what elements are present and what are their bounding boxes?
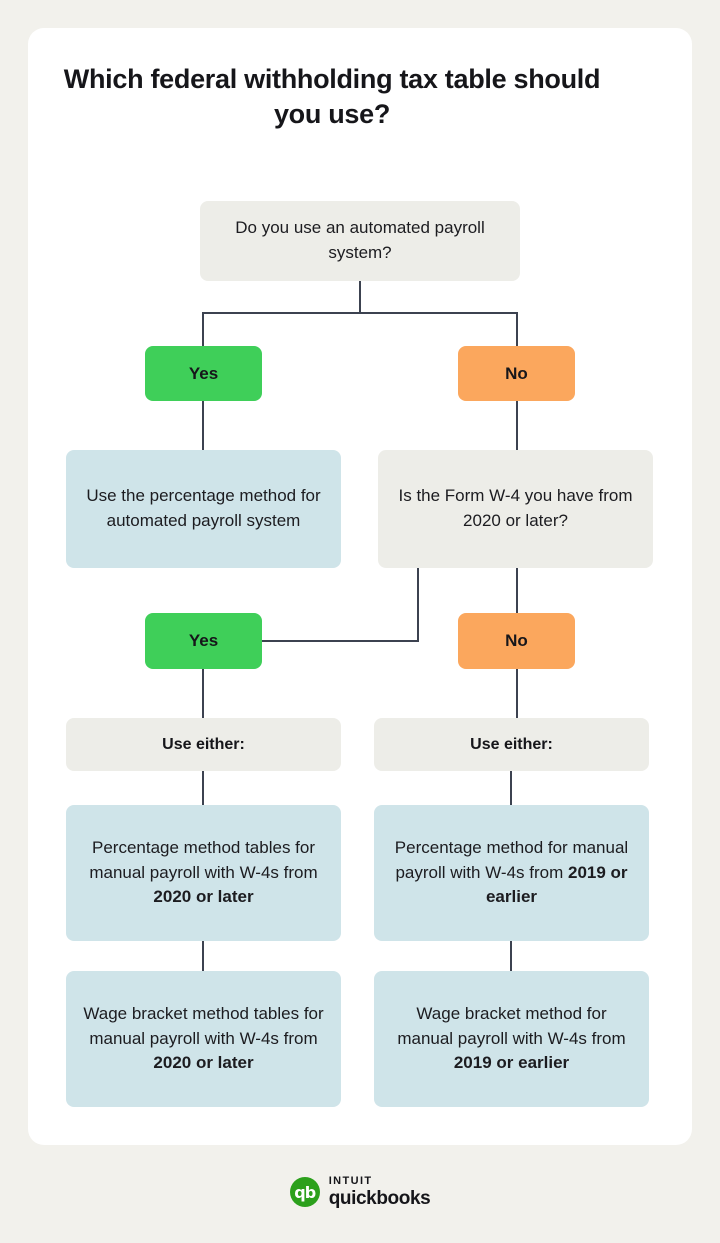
answer-no-automated-payroll-label: No <box>505 363 528 383</box>
use-either-left-text: Use either: <box>162 735 245 753</box>
answer-yes-automated-payroll[interactable]: Yes <box>145 346 262 401</box>
result-wage-bracket-manual-2019-plain: Wage bracket method for manual payroll w… <box>397 1004 626 1048</box>
quickbooks-wordmark: intuit quickbooks <box>328 1175 431 1209</box>
quickbooks-logo: qb intuit quickbooks <box>0 1176 720 1208</box>
result-percentage-manual-2019-bold: 2019 or earlier <box>485 862 628 907</box>
quickbooks-mark-icon: qb <box>289 1177 320 1207</box>
result-wage-bracket-tables-2020-bold: 2020 or later <box>153 1053 254 1073</box>
result-percentage-tables-2020-bold: 2020 or later <box>153 887 254 907</box>
question-form-w4-year-text: Is the Form W-4 you have from 2020 or la… <box>398 486 633 530</box>
result-percentage-manual-2019[interactable]: Percentage method for manual payroll wit… <box>374 805 649 941</box>
answer-no-form-w4-year-label: No <box>505 631 528 650</box>
use-either-right-text: Use either: <box>470 735 553 753</box>
answer-yes-automated-payroll-label: Yes <box>188 363 219 383</box>
result-wage-bracket-manual-2019[interactable]: Wage bracket method for manual payroll w… <box>374 971 649 1107</box>
result-percentage-manual-2019-plain: Percentage method for manual payroll wit… <box>394 838 629 882</box>
question-form-w4-year[interactable]: Is the Form W-4 you have from 2020 or la… <box>378 450 653 568</box>
result-wage-bracket-tables-2020[interactable]: Wage bracket method tables for manual pa… <box>66 971 341 1107</box>
result-wage-bracket-manual-2019-bold: 2019 or earlier <box>453 1053 570 1073</box>
answer-no-automated-payroll[interactable]: No <box>458 346 575 401</box>
answer-yes-form-w4-year-label: Yes <box>188 631 219 650</box>
page-title: Which federal withholding tax table shou… <box>63 64 601 129</box>
question-automated-payroll[interactable]: Do you use an automated payroll system? <box>200 201 520 281</box>
result-percentage-automated[interactable]: Use the percentage method for automated … <box>66 450 341 568</box>
use-either-left: Use either: <box>66 718 341 771</box>
answer-no-form-w4-year[interactable]: No <box>458 613 575 669</box>
answer-yes-form-w4-year[interactable]: Yes <box>145 613 262 669</box>
result-percentage-automated-text: Use the percentage method for automated … <box>86 486 321 530</box>
result-wage-bracket-tables-2020-plain: Wage bracket method tables for manual pa… <box>83 1004 324 1048</box>
intuit-wordmark: intuit <box>328 1175 373 1187</box>
result-percentage-tables-2020-plain: Percentage method tables for manual payr… <box>89 838 318 882</box>
quickbooks-wordmark-text: quickbooks <box>328 1188 431 1209</box>
question-automated-payroll-text: Do you use an automated payroll system? <box>235 218 485 262</box>
use-either-right: Use either: <box>374 718 649 771</box>
result-percentage-tables-2020[interactable]: Percentage method tables for manual payr… <box>66 805 341 941</box>
